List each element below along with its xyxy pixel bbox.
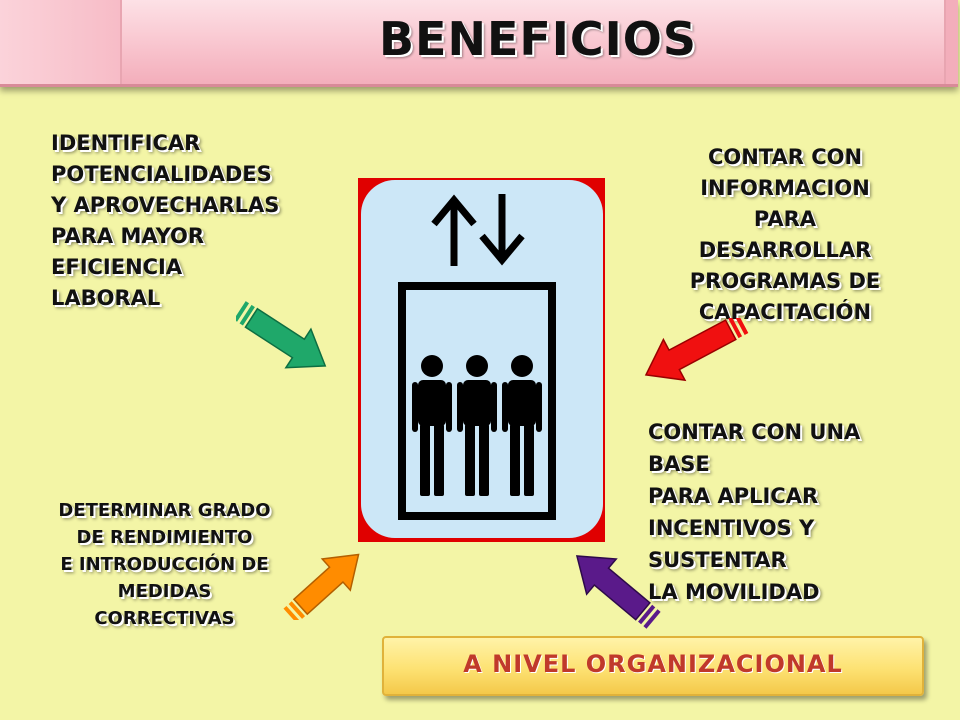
title-banner-fold-left [0,0,122,84]
benefit-performance-measures: DETERMINAR GRADO DE RENDIMIENTO E INTROD… [58,500,271,629]
orange-arrow-icon [283,553,360,620]
people-icon [412,355,542,496]
title-banner-fold-right [944,0,958,84]
title-banner: BENEFICIOS [0,0,958,87]
green-arrow-icon [236,301,327,369]
benefit-identify-potential: IDENTIFICAR POTENCIALIDADES Y APROVECHAR… [51,131,280,310]
footer-label: A NIVEL ORGANIZACIONAL [463,650,843,678]
benefit-incentives-mobility: CONTAR CON UNA BASE PARA APLICAR INCENTI… [648,420,861,604]
footer-banner: A NIVEL ORGANIZACIONAL [382,636,924,696]
benefit-training-information: CONTAR CON INFORMACION PARA DESARROLLAR … [689,145,881,324]
red-arrow-icon [644,318,749,382]
up-down-arrows-icon [431,194,525,266]
page-title: BENEFICIOS [378,12,698,66]
elevator-cab-icon [398,282,556,520]
purple-arrow-icon [575,555,661,629]
